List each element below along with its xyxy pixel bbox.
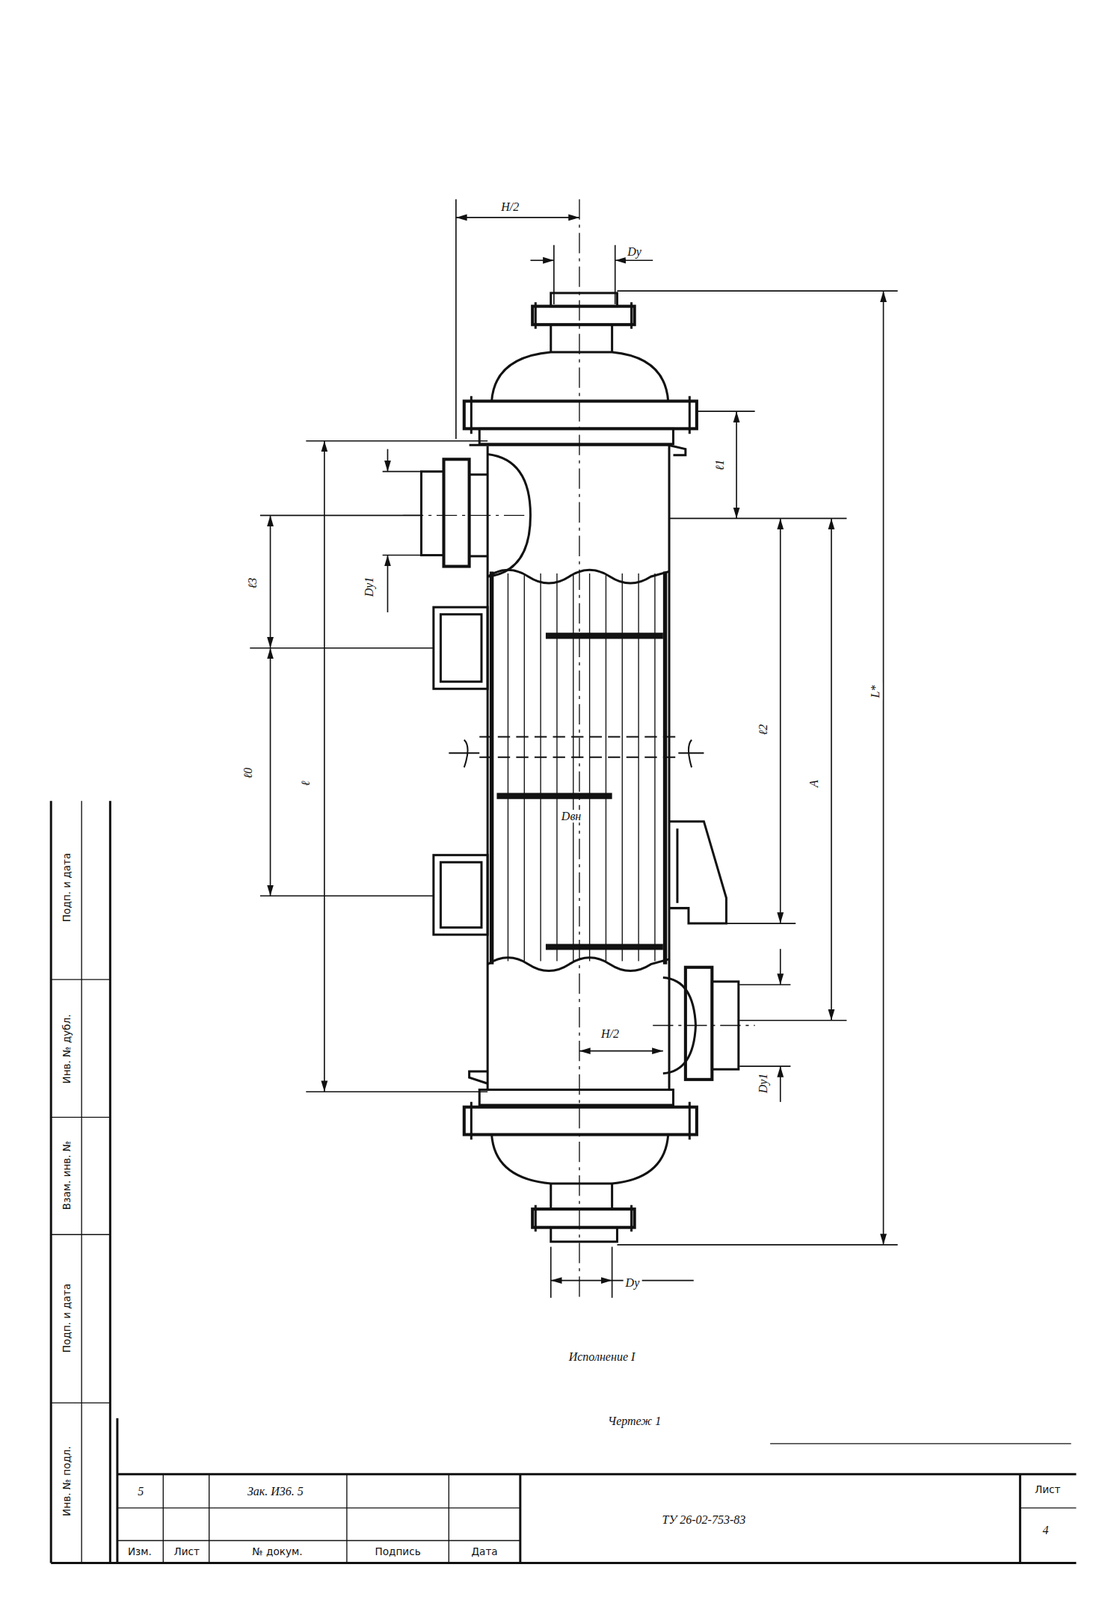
stamp-field: Инв. № дубл. — [60, 1011, 73, 1086]
variant-title: Исполнение I — [566, 1350, 638, 1364]
stamp-field: Подп. и дата — [60, 1280, 73, 1355]
dimension-label: H/2 — [598, 1028, 622, 1042]
document-code: ТУ 26-02-753-83 — [660, 1513, 749, 1527]
vessel — [420, 293, 738, 1242]
dimension-label: Dвн — [559, 809, 584, 824]
title-block-header: № докум. — [250, 1545, 306, 1558]
dimension-label: A — [807, 777, 821, 790]
revision-cell: 5 — [135, 1484, 146, 1499]
title-block-header: Дата — [468, 1545, 500, 1558]
dimension-label: ℓ3 — [246, 575, 261, 592]
dimension-label: H/2 — [498, 200, 522, 214]
stamp-field: Инв. № подл. — [60, 1443, 73, 1519]
sheet-number: 4 — [1039, 1523, 1051, 1538]
stamp-field: Подп. и дата — [60, 850, 73, 925]
stamp-field: Взам. инв. № — [60, 1138, 73, 1212]
dimension-label: Dу1 — [362, 574, 377, 599]
revision-cell: Зак. И36. 5 — [245, 1484, 306, 1499]
dimension-label: Dу — [623, 1276, 643, 1291]
title-block-header: Изм. — [125, 1545, 155, 1558]
dimension-label: Dу — [625, 245, 644, 259]
dimension-label: ℓ — [299, 779, 314, 789]
title-block-header: Подпись — [373, 1545, 424, 1558]
dimension-label: ℓ1 — [713, 457, 727, 474]
drawing-number: Чертеж 1 — [605, 1414, 664, 1429]
dimension-label: ℓ2 — [756, 721, 771, 738]
dimension-label: L* — [868, 683, 883, 701]
dimension-label: Dу1 — [756, 1071, 771, 1097]
dimension-lines — [249, 198, 898, 1298]
title-block-header: Лист — [1032, 1483, 1063, 1496]
title-block-header: Лист — [171, 1545, 202, 1558]
title-block — [50, 800, 1076, 1563]
dimension-label: ℓ0 — [241, 765, 255, 782]
